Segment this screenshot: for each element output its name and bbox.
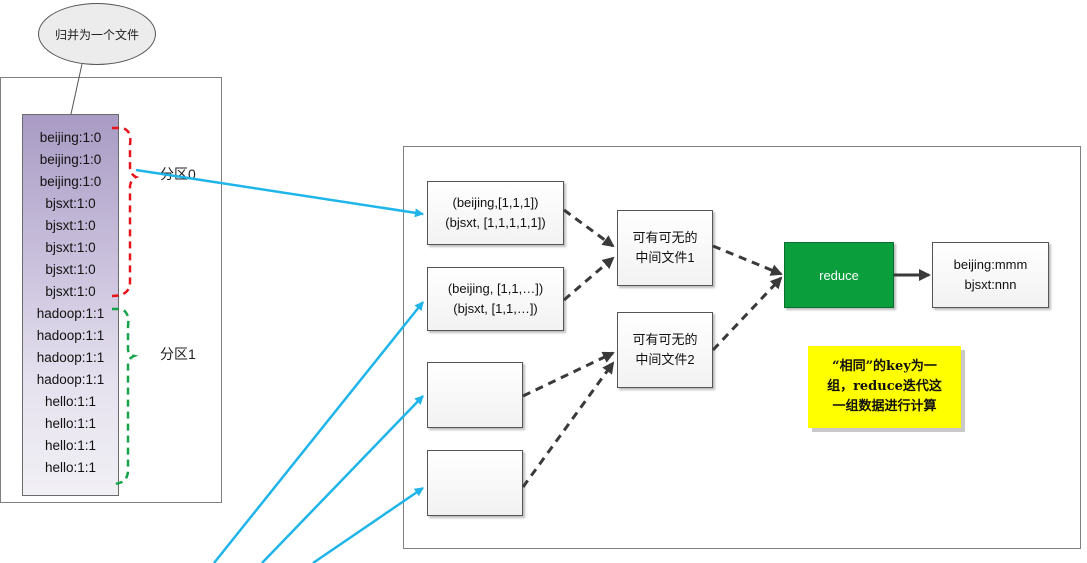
list-item: hadoop:1:1 bbox=[36, 372, 105, 387]
key-list: beijing:1:0 beijing:1:0 beijing:1:0 bjsx… bbox=[22, 114, 119, 496]
partition-0-bracket bbox=[111, 126, 140, 298]
group-box-1: (beijing,[1,1,1]) (bjsxt, [1,1,1,1,1]) bbox=[427, 181, 564, 245]
dashed-arrow-g4-f2 bbox=[521, 361, 615, 488]
note-line1: “相同”的key为一 bbox=[832, 359, 937, 374]
list-item: beijing:1:0 bbox=[39, 174, 102, 189]
dashed-arrow-f2-reduce bbox=[711, 276, 783, 352]
reduce-box: reduce bbox=[784, 242, 894, 308]
dashed-arrow-g1-f1 bbox=[563, 208, 615, 248]
blue-arrow-group2 bbox=[213, 301, 424, 563]
merge-callout: 归并为一个文件 bbox=[38, 3, 156, 65]
list-item: bjsxt:1:0 bbox=[45, 218, 96, 233]
list-item: hadoop:1:1 bbox=[36, 328, 105, 343]
list-item: bjsxt:1:0 bbox=[45, 240, 96, 255]
group-box-2-line2: (bjsxt, [1,1,…]) bbox=[453, 301, 538, 316]
list-item: beijing:1:0 bbox=[39, 130, 102, 145]
dashed-arrow-g2-f1 bbox=[563, 256, 615, 302]
dashed-arrow-f1-reduce bbox=[712, 244, 783, 276]
note-line2: 组，reduce迭代这 bbox=[827, 379, 942, 394]
list-item: bjsxt:1:0 bbox=[45, 262, 96, 277]
intermediate-file-1-line1: 可有可无的 bbox=[632, 230, 698, 245]
list-item: beijing:1:0 bbox=[39, 152, 102, 167]
intermediate-file-2: 可有可无的 中间文件2 bbox=[617, 312, 713, 388]
note-box: “相同”的key为一 组，reduce迭代这 一组数据进行计算 bbox=[808, 346, 961, 428]
group-box-4 bbox=[427, 450, 523, 516]
output-box: beijing:mmm bjsxt:nnn bbox=[932, 242, 1049, 308]
list-item: hadoop:1:1 bbox=[36, 306, 105, 321]
list-item: hello:1:1 bbox=[44, 394, 97, 409]
intermediate-file-1-line2: 中间文件1 bbox=[635, 250, 695, 265]
output-line2: bjsxt:nnn bbox=[964, 277, 1017, 292]
group-box-1-line2: (bjsxt, [1,1,1,1,1]) bbox=[445, 215, 546, 230]
list-item: bjsxt:1:0 bbox=[45, 196, 96, 211]
list-item: hello:1:1 bbox=[44, 460, 97, 475]
output-line1: beijing:mmm bbox=[953, 257, 1028, 272]
intermediate-file-1: 可有可无的 中间文件1 bbox=[617, 210, 713, 286]
list-item: hadoop:1:1 bbox=[36, 350, 105, 365]
list-item: bjsxt:1:0 bbox=[45, 284, 96, 299]
partition-1-label: 分区1 bbox=[160, 346, 196, 362]
reduce-label: reduce bbox=[819, 267, 859, 283]
blue-arrow-group4 bbox=[312, 486, 424, 563]
blue-arrow-group3 bbox=[261, 395, 424, 563]
blue-arrow-partition0 bbox=[135, 168, 424, 218]
group-box-1-line1: (beijing,[1,1,1]) bbox=[452, 195, 539, 210]
callout-tail-line bbox=[70, 63, 83, 115]
partition-1-bracket bbox=[111, 307, 139, 486]
intermediate-file-2-line1: 可有可无的 bbox=[632, 332, 698, 347]
group-box-3 bbox=[427, 362, 523, 428]
dashed-arrow-g3-f2 bbox=[522, 351, 615, 398]
intermediate-file-2-line2: 中间文件2 bbox=[635, 352, 695, 367]
list-item: hello:1:1 bbox=[44, 438, 97, 453]
list-item: hello:1:1 bbox=[44, 416, 97, 431]
group-box-2-line1: (beijing, [1,1,…]) bbox=[447, 281, 544, 296]
merge-callout-text: 归并为一个文件 bbox=[54, 27, 139, 42]
note-line3: 一组数据进行计算 bbox=[832, 399, 937, 414]
